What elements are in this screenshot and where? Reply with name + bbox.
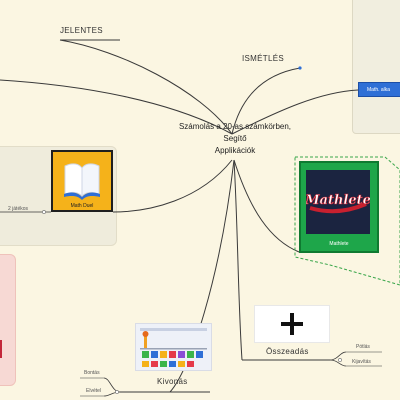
kivonas-app-preview (136, 324, 211, 370)
kivonas-image-card[interactable] (135, 323, 212, 371)
kivonas-sub-bontas[interactable]: Bontás (84, 370, 100, 376)
branch-jelentes[interactable]: JELENTES (60, 26, 103, 35)
central-topic[interactable]: Számolás a 20-as számkörben, Segítő Appl… (150, 121, 320, 157)
math-alkalmazas-chip[interactable]: Math. alka (358, 82, 400, 97)
math-duel-app-card[interactable] (51, 150, 113, 212)
plus-icon (281, 313, 303, 335)
branch-osszeadas[interactable]: Összeadás (266, 347, 309, 356)
right-top-panel (352, 0, 400, 134)
central-topic-line-1: Számolás a 20-as számkörben, (178, 122, 292, 131)
osszeadas-sub-potlas[interactable]: Pótlás (356, 344, 370, 350)
mathlete-logo-tile: Mathlete (304, 170, 371, 234)
central-topic-line-3: Applikációk (214, 146, 256, 155)
left-sub-label: 2 játékos (8, 206, 29, 212)
branch-ismetles[interactable]: ISMÉTLÉS (242, 54, 284, 63)
kivonas-sub-elvetel[interactable]: Elvétel (86, 388, 102, 394)
book-icon (64, 163, 100, 200)
mathlete-logo: Mathlete (304, 193, 371, 214)
osszeadas-sub-kijavitas[interactable]: Kijavítás (352, 359, 371, 365)
osszeadas-image-card[interactable] (254, 305, 330, 343)
mathlete-logo-text: Mathlete (306, 193, 370, 208)
mathlete-label: Mathlete (329, 241, 349, 247)
math-duel-label: Math Duel (70, 203, 94, 209)
left-pink-panel (0, 254, 16, 386)
red-marker (0, 340, 2, 358)
branch-kivonas[interactable]: Kivonás (157, 377, 188, 386)
central-topic-line-2: Segítő (223, 134, 247, 143)
